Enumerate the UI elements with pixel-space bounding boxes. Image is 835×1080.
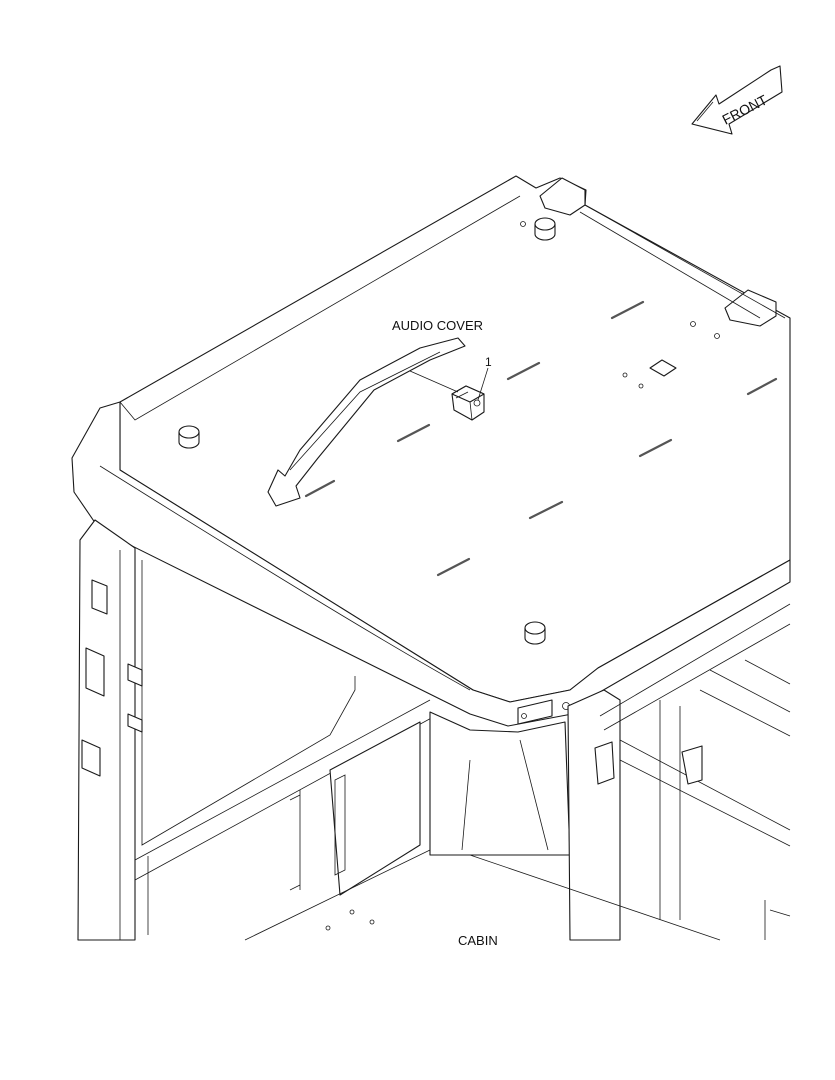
part-number-label: 1 <box>485 355 492 369</box>
audio-cover-part[interactable] <box>451 385 485 421</box>
cabin-frame <box>77 519 791 941</box>
roof-seam-marks <box>304 300 778 577</box>
front-direction-arrow: FRONT <box>691 65 783 135</box>
audio-cover-label: AUDIO COVER <box>392 318 483 333</box>
callout-leader-lines <box>409 367 489 401</box>
cabin-roof <box>71 175 791 727</box>
cabin-label: CABIN <box>458 933 498 948</box>
